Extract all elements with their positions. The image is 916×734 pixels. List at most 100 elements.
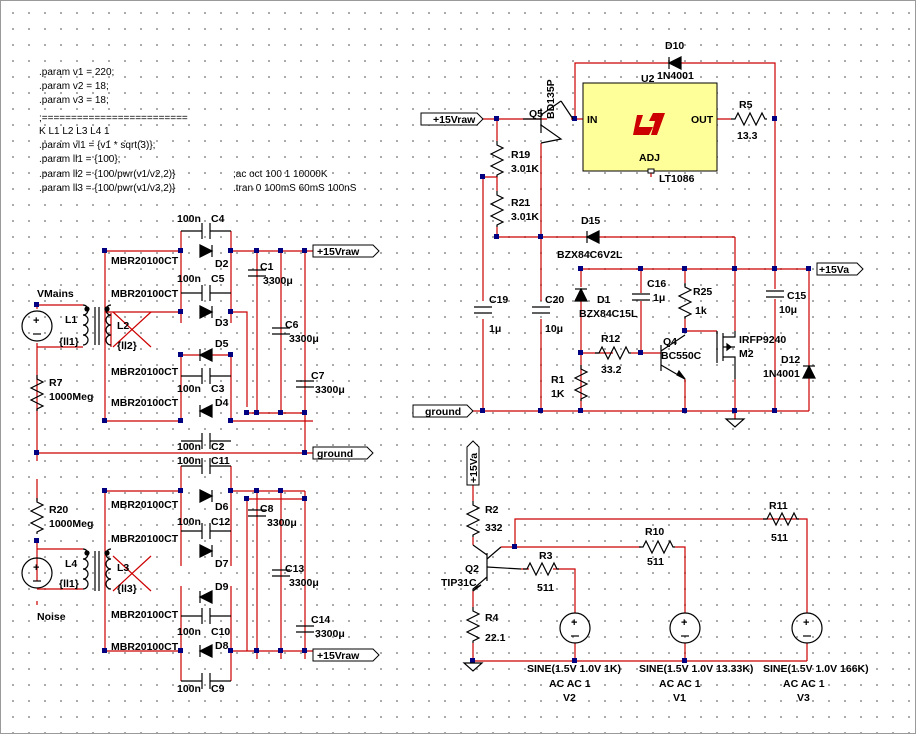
svg-text:D3: D3 <box>215 317 229 329</box>
diode-d5[interactable] <box>199 348 213 362</box>
diode-d9[interactable] <box>199 590 213 604</box>
svg-text:C13: C13 <box>285 563 304 575</box>
diode-d6[interactable] <box>199 489 213 503</box>
net-flag-ground-reg[interactable]: ground <box>412 404 474 418</box>
svg-text:BZX84C15L: BZX84C15L <box>579 308 638 320</box>
capacitor-c4[interactable] <box>181 222 231 240</box>
net-flag-15vraw-bottom[interactable]: +15Vraw <box>312 648 380 662</box>
voltage-source-noise[interactable] <box>21 557 53 589</box>
transformer-l1-l2[interactable] <box>82 304 112 346</box>
diode-d12[interactable] <box>802 365 816 379</box>
capacitor-c5[interactable] <box>181 284 231 302</box>
svg-text:Q5: Q5 <box>529 108 543 120</box>
svg-text:3300μ: 3300μ <box>289 333 319 345</box>
capacitor-c16[interactable] <box>631 293 651 301</box>
transistor-q4[interactable] <box>660 334 686 380</box>
svg-text:C11: C11 <box>211 455 230 467</box>
svg-text:MBR20100CT: MBR20100CT <box>111 366 179 378</box>
capacitor-c12[interactable] <box>181 522 231 540</box>
svg-text:BD135P: BD135P <box>545 79 557 119</box>
net-flag-15va-right[interactable]: +15Va <box>816 262 864 276</box>
svg-text:3300μ: 3300μ <box>263 275 293 287</box>
voltage-source-vmains[interactable] <box>21 310 53 342</box>
transistor-q5[interactable] <box>523 100 574 144</box>
svg-text:+15Vraw: +15Vraw <box>317 246 360 258</box>
net-flag-15vraw-reg[interactable]: +15Vraw <box>420 112 484 126</box>
ground-symbol-driver <box>463 662 483 672</box>
diode-d2[interactable] <box>199 244 213 258</box>
wires <box>36 62 810 681</box>
diode-d15[interactable] <box>586 230 600 244</box>
svg-text:Noise: Noise <box>37 611 66 623</box>
svg-text:C10: C10 <box>211 626 230 638</box>
resistor-r25[interactable] <box>678 282 692 320</box>
net-flag-15va-driver[interactable]: +15Va <box>466 440 480 486</box>
diode-d8[interactable] <box>199 644 213 658</box>
svg-text:.param ll2 = {100/pwr(v1/v2,2): .param ll2 = {100/pwr(v1/v2,2)} <box>39 169 176 180</box>
capacitor-c3[interactable] <box>181 367 231 385</box>
svg-text:R21: R21 <box>511 197 530 209</box>
resistor-r20[interactable] <box>30 497 44 535</box>
diode-d1[interactable] <box>574 288 588 302</box>
svg-text:C8: C8 <box>260 503 274 515</box>
svg-text:100n: 100n <box>177 516 201 528</box>
spice-directives[interactable]: .param v1 = 220; .param v2 = 18; .param … <box>39 67 357 194</box>
svg-text:.param v3 = 18;: .param v3 = 18; <box>39 95 109 106</box>
voltage-source-v3[interactable] <box>791 612 823 644</box>
diode-d10[interactable] <box>668 56 682 70</box>
capacitor-c20[interactable] <box>531 306 551 314</box>
svg-text:{ll2}: {ll2} <box>117 340 137 352</box>
capacitor-c9[interactable] <box>181 672 231 690</box>
resistor-r19[interactable] <box>490 140 504 178</box>
resistor-r21[interactable] <box>490 190 504 228</box>
svg-text:100n: 100n <box>177 683 201 695</box>
junction-dots <box>34 116 811 663</box>
svg-text:AC AC 1: AC AC 1 <box>783 678 825 690</box>
svg-text:33.2: 33.2 <box>601 364 622 376</box>
diode-d7[interactable] <box>199 544 213 558</box>
ground-symbol-reg <box>725 418 745 428</box>
net-flag-ground-left[interactable]: ground <box>312 446 374 460</box>
svg-text:C16: C16 <box>647 278 666 290</box>
voltage-source-v2[interactable] <box>559 612 591 644</box>
capacitor-c11[interactable] <box>181 457 231 475</box>
svg-text:C15: C15 <box>787 290 806 302</box>
svg-text:10μ: 10μ <box>545 323 563 335</box>
svg-text:1000Meg: 1000Meg <box>49 518 93 530</box>
svg-text:332: 332 <box>485 522 503 534</box>
svg-text:MBR20100CT: MBR20100CT <box>111 533 179 545</box>
svg-text:L2: L2 <box>117 320 129 332</box>
svg-text:1μ: 1μ <box>653 292 665 304</box>
transformer-l4-l3[interactable] <box>37 548 112 591</box>
resistor-r10[interactable] <box>638 540 676 554</box>
svg-text:3300μ: 3300μ <box>315 384 345 396</box>
regulator-u2[interactable] <box>582 82 718 174</box>
svg-text:C4: C4 <box>211 213 225 225</box>
resistor-r4[interactable] <box>466 606 480 644</box>
capacitor-c10[interactable] <box>181 607 231 625</box>
svg-text:D12: D12 <box>781 354 800 366</box>
svg-text:R11: R11 <box>769 500 788 512</box>
capacitor-c19[interactable] <box>473 306 493 314</box>
svg-text:ADJ: ADJ <box>639 152 660 164</box>
voltage-source-v1[interactable] <box>669 612 701 644</box>
diode-d4[interactable] <box>199 404 213 418</box>
svg-text:V1: V1 <box>673 692 686 704</box>
resistor-r2[interactable] <box>466 500 480 538</box>
svg-text:.param ll3 = {100/pwr(v1/v3,2): .param ll3 = {100/pwr(v1/v3,2)} <box>39 183 176 194</box>
svg-text:Q2: Q2 <box>465 563 479 575</box>
svg-text:MBR20100CT: MBR20100CT <box>111 288 179 300</box>
resistor-r5[interactable] <box>730 112 768 126</box>
svg-text:L1: L1 <box>65 314 77 326</box>
net-flag-15vraw-top[interactable]: +15Vraw <box>312 244 380 258</box>
svg-text:10μ: 10μ <box>779 304 797 316</box>
svg-text:100n: 100n <box>177 213 201 225</box>
svg-text:100n: 100n <box>177 441 201 453</box>
capacitor-c2[interactable] <box>181 432 231 450</box>
mosfet-m2[interactable] <box>716 331 736 379</box>
capacitor-c15[interactable] <box>765 290 785 298</box>
svg-text:511: 511 <box>647 556 664 568</box>
diode-d3[interactable] <box>199 305 213 319</box>
transistor-q2[interactable] <box>472 544 522 592</box>
